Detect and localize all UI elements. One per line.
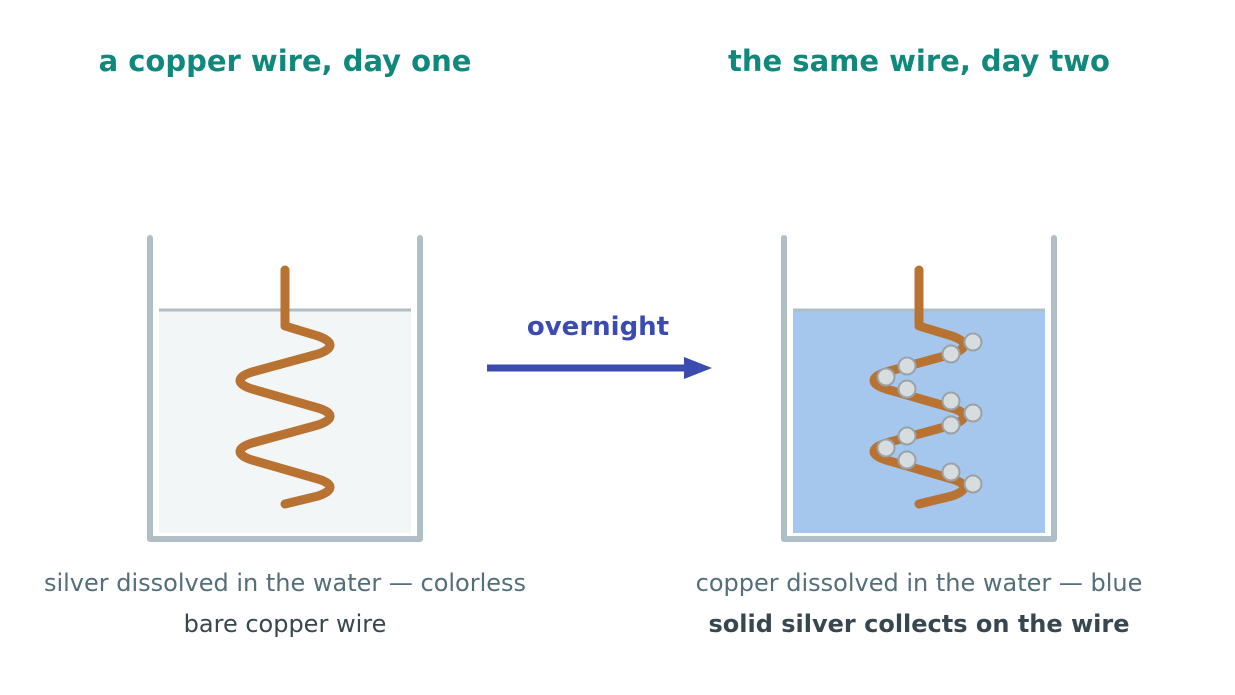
silver-crystal <box>897 450 917 470</box>
right-beaker-glass <box>781 235 1057 542</box>
silver-crystal <box>941 344 961 364</box>
left-panel-title: a copper wire, day one <box>98 44 472 78</box>
silver-crystal <box>941 391 961 411</box>
left-solution-clear <box>159 311 411 533</box>
left-beaker-glass <box>147 235 423 542</box>
silver-crystal <box>897 356 917 376</box>
left-wire-caption: bare copper wire <box>183 610 387 638</box>
silver-crystal <box>897 379 917 399</box>
silver-crystal <box>941 462 961 482</box>
silver-crystals <box>876 332 983 494</box>
right-wire-caption: solid silver collects on the wire <box>708 610 1130 638</box>
right-solution-caption: copper dissolved in the water — blue <box>695 569 1143 597</box>
silver-crystal <box>963 332 983 352</box>
silver-crystal <box>876 367 896 387</box>
silver-crystal <box>897 426 917 446</box>
left-solution-caption: silver dissolved in the water — colorles… <box>43 569 527 597</box>
right-panel-title: the same wire, day two <box>728 44 1110 78</box>
silver-crystal <box>963 474 983 494</box>
transition-label: overnight <box>526 312 670 342</box>
silver-crystal <box>941 415 961 435</box>
right-solution-blue <box>793 311 1045 533</box>
left-copper-wire <box>235 265 335 509</box>
left-beaker <box>147 235 423 542</box>
silver-crystal <box>876 438 896 458</box>
silver-crystal <box>963 403 983 423</box>
right-beaker <box>781 235 1057 542</box>
right-arrow-icon <box>487 357 712 379</box>
